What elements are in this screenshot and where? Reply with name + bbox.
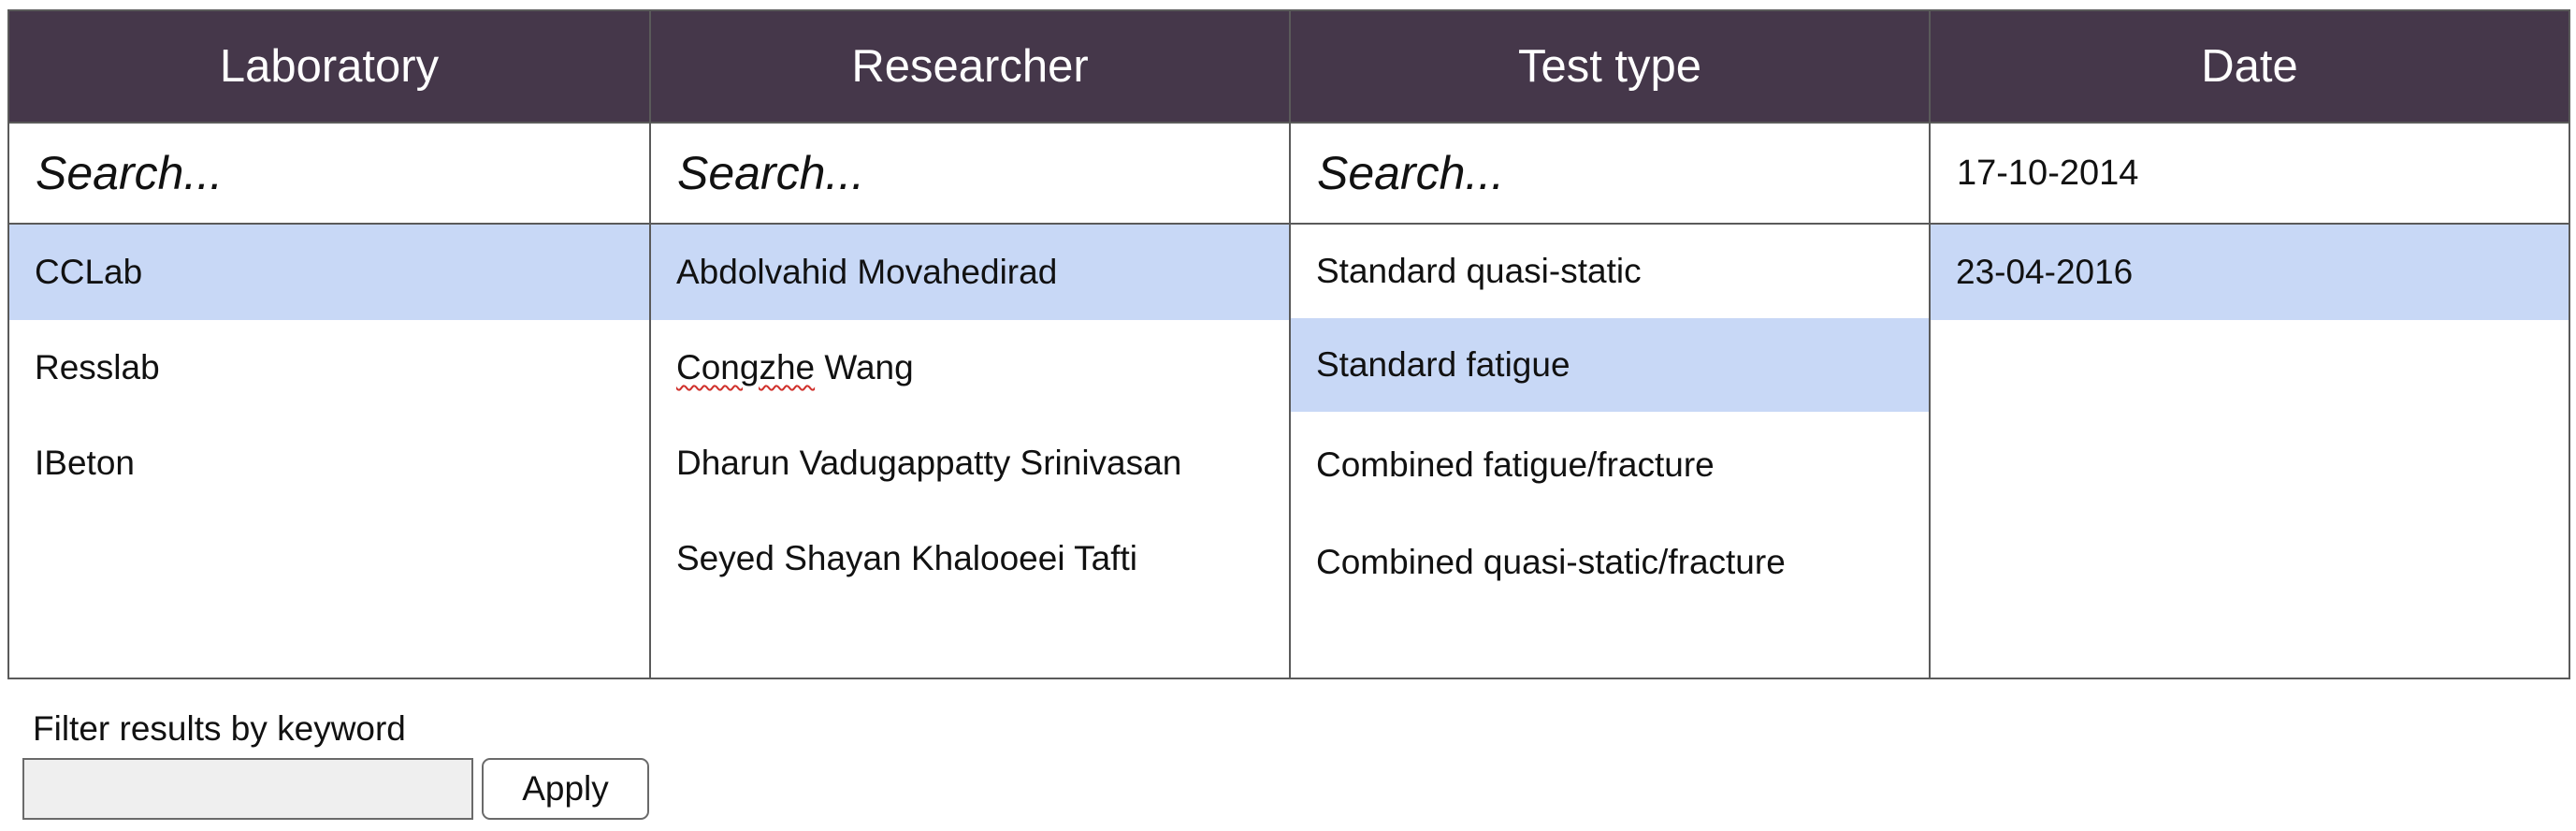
laboratory-item-cclab[interactable]: CCLab xyxy=(9,225,649,320)
researcher-search-input[interactable] xyxy=(677,146,1289,200)
test-type-header: Test type xyxy=(1291,11,1929,124)
researcher-item-wang-last-name: Wang xyxy=(824,348,914,386)
test-type-list: Standard quasi-static Standard fatigue C… xyxy=(1291,225,1929,606)
researcher-header: Researcher xyxy=(651,11,1289,124)
laboratory-list: CCLab Resslab IBeton xyxy=(9,225,649,511)
researcher-item-wang[interactable]: Congzhe Wang xyxy=(651,320,1289,416)
keyword-filter-input[interactable] xyxy=(22,758,473,820)
laboratory-header: Laboratory xyxy=(9,11,649,124)
test-type-item-fatigue-fracture[interactable]: Combined fatigue/fracture xyxy=(1316,445,1715,484)
date-list: 23-04-2016 xyxy=(1931,225,2569,320)
researcher-list: Abdolvahid Movahedirad Congzhe Wang Dhar… xyxy=(651,225,1289,606)
test-type-item-fatigue[interactable]: Standard fatigue xyxy=(1291,318,1929,412)
laboratory-search-cell xyxy=(9,124,649,225)
researcher-item-tafti[interactable]: Seyed Shayan Khalooeei Tafti xyxy=(676,539,1138,577)
date-item[interactable]: 23-04-2016 xyxy=(1931,225,2569,320)
test-type-item-quasi-static[interactable]: Standard quasi-static xyxy=(1316,252,1642,290)
date-header: Date xyxy=(1931,11,2569,124)
researcher-item-wang-first-name: Congzhe xyxy=(676,348,816,386)
test-type-item-quasi-static-fracture[interactable]: Combined quasi-static/fracture xyxy=(1316,543,1786,581)
date-filter-value[interactable]: 17-10-2014 xyxy=(1931,124,2569,225)
researcher-item-srinivasan[interactable]: Dharun Vadugappatty Srinivasan xyxy=(676,444,1182,482)
test-type-search-input[interactable] xyxy=(1317,146,1929,200)
results-table: Laboratory CCLab Resslab IBeton Research… xyxy=(7,9,2570,679)
researcher-search-cell xyxy=(651,124,1289,225)
researcher-column: Researcher Abdolvahid Movahedirad Congzh… xyxy=(649,11,1289,678)
date-column: Date 17-10-2014 23-04-2016 xyxy=(1929,11,2569,678)
filter-label: Filter results by keyword xyxy=(33,709,406,748)
laboratory-item-ibeton[interactable]: IBeton xyxy=(35,444,135,482)
researcher-item-movahedirad[interactable]: Abdolvahid Movahedirad xyxy=(651,225,1289,320)
laboratory-column: Laboratory CCLab Resslab IBeton xyxy=(9,11,649,678)
test-type-search-cell xyxy=(1291,124,1929,225)
apply-button[interactable]: Apply xyxy=(482,758,649,820)
laboratory-item-resslab[interactable]: Resslab xyxy=(35,348,160,386)
test-type-column: Test type Standard quasi-static Standard… xyxy=(1289,11,1929,678)
laboratory-search-input[interactable] xyxy=(36,146,649,200)
